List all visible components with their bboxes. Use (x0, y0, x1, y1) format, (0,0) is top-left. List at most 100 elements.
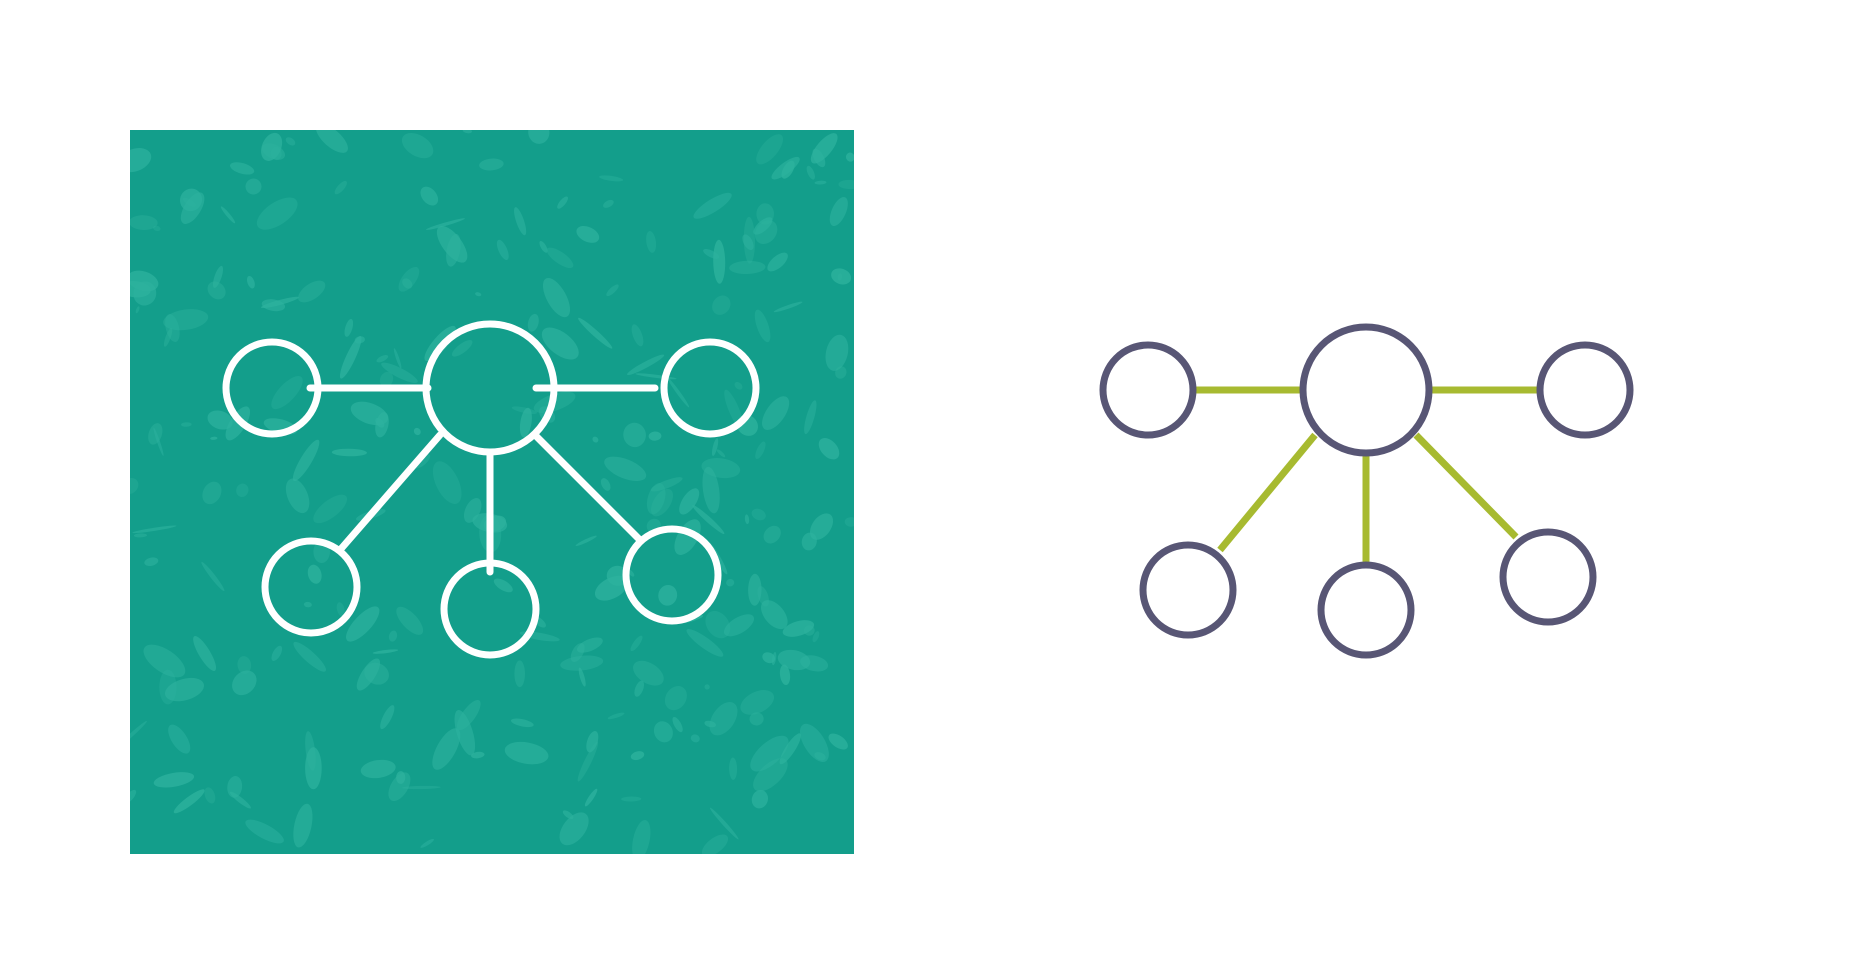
texture-speck (493, 578, 513, 593)
texture-speck (835, 366, 847, 379)
flat-network-svg (1099, 323, 1634, 659)
connector-lower-right (1413, 432, 1519, 540)
texture-speck (462, 130, 472, 134)
texture-speck (653, 721, 673, 743)
texture-speck (633, 660, 664, 686)
center-node (1299, 323, 1433, 457)
texture-speck (245, 178, 262, 195)
texture-speck (436, 225, 468, 263)
texture-speck (578, 667, 586, 687)
grunge-texture (130, 130, 854, 854)
texture-speck (712, 295, 731, 315)
texture-speck (210, 436, 218, 440)
texture-speck (153, 772, 195, 788)
texture-speck (527, 313, 539, 332)
texture-speck (557, 196, 568, 209)
texture-speck (729, 260, 766, 275)
texture-speck (771, 651, 777, 666)
texture-speck (760, 600, 788, 630)
texture-speck (686, 629, 724, 657)
node-lower-left (261, 537, 361, 637)
texture-speck (153, 225, 161, 232)
texture-speck (542, 277, 571, 318)
texture-speck (701, 834, 729, 854)
texture-speck (246, 275, 255, 289)
network-hub-icon (1099, 323, 1634, 659)
texture-speck (173, 789, 205, 814)
texture-speck (704, 684, 710, 690)
texture-speck (229, 162, 255, 175)
node-left (1099, 341, 1197, 439)
texture-speck (755, 441, 766, 460)
texture-speck (201, 561, 225, 592)
texture-speck (603, 199, 614, 208)
texture-speck (577, 741, 599, 782)
texture-speck (135, 306, 140, 314)
texture-speck (479, 158, 504, 171)
texture-speck (364, 662, 389, 685)
texture-speck (753, 217, 773, 235)
texture-speck (713, 239, 726, 284)
texture-speck (829, 196, 848, 227)
texture-speck (339, 335, 362, 379)
texture-speck (751, 790, 769, 809)
texture-speck (844, 517, 854, 527)
texture-speck (753, 758, 788, 792)
texture-speck (143, 644, 186, 678)
node-lower-middle (440, 559, 540, 659)
texture-speck (396, 606, 424, 635)
texture-speck (245, 819, 284, 844)
texture-speck (804, 400, 817, 435)
texture-speck (623, 422, 646, 448)
texture-speck (504, 741, 549, 765)
texture-speck (709, 701, 738, 736)
texture-speck (372, 649, 399, 654)
texture-speck (420, 186, 439, 206)
texture-speck (754, 220, 778, 245)
texture-speck (704, 720, 716, 728)
connector-lower-left (336, 431, 444, 554)
texture-speck (298, 280, 326, 303)
texture-speck (539, 241, 548, 253)
teal-network-tile (130, 130, 854, 854)
texture-speck (388, 630, 398, 642)
texture-speck (726, 578, 735, 587)
texture-speck (756, 134, 784, 165)
texture-speck (634, 680, 645, 697)
texture-speck (528, 130, 550, 144)
texture-speck (729, 757, 738, 780)
texture-speck (381, 362, 418, 384)
texture-speck (202, 481, 222, 505)
texture-speck (336, 602, 345, 617)
texture-speck (812, 631, 820, 643)
texture-speck (271, 376, 303, 410)
texture-speck (380, 705, 395, 730)
texture-speck (496, 239, 509, 261)
texture-speck (809, 513, 834, 540)
texture-speck (344, 319, 354, 337)
texture-speck (576, 225, 600, 243)
texture-speck (207, 281, 226, 300)
texture-speck (232, 670, 257, 696)
texture-speck (420, 838, 434, 848)
texture-speck (316, 130, 348, 153)
texture-speck (313, 494, 348, 524)
texture-speck (692, 504, 725, 535)
texture-speck (693, 192, 732, 219)
texture-speck (674, 519, 701, 555)
texture-speck (578, 317, 613, 349)
texture-speck (144, 557, 159, 567)
texture-speck (303, 601, 312, 608)
texture-speck (227, 776, 243, 798)
texture-speck (179, 188, 203, 212)
texture-speck (586, 731, 599, 753)
texture-speck (744, 514, 750, 525)
network-hub-icon (222, 320, 760, 659)
texture-speck (305, 747, 322, 790)
texture-speck (393, 348, 402, 369)
texture-speck (604, 456, 647, 482)
texture-speck (630, 635, 643, 652)
texture-speck (413, 427, 421, 436)
texture-speck (754, 309, 771, 343)
texture-speck (402, 278, 413, 289)
